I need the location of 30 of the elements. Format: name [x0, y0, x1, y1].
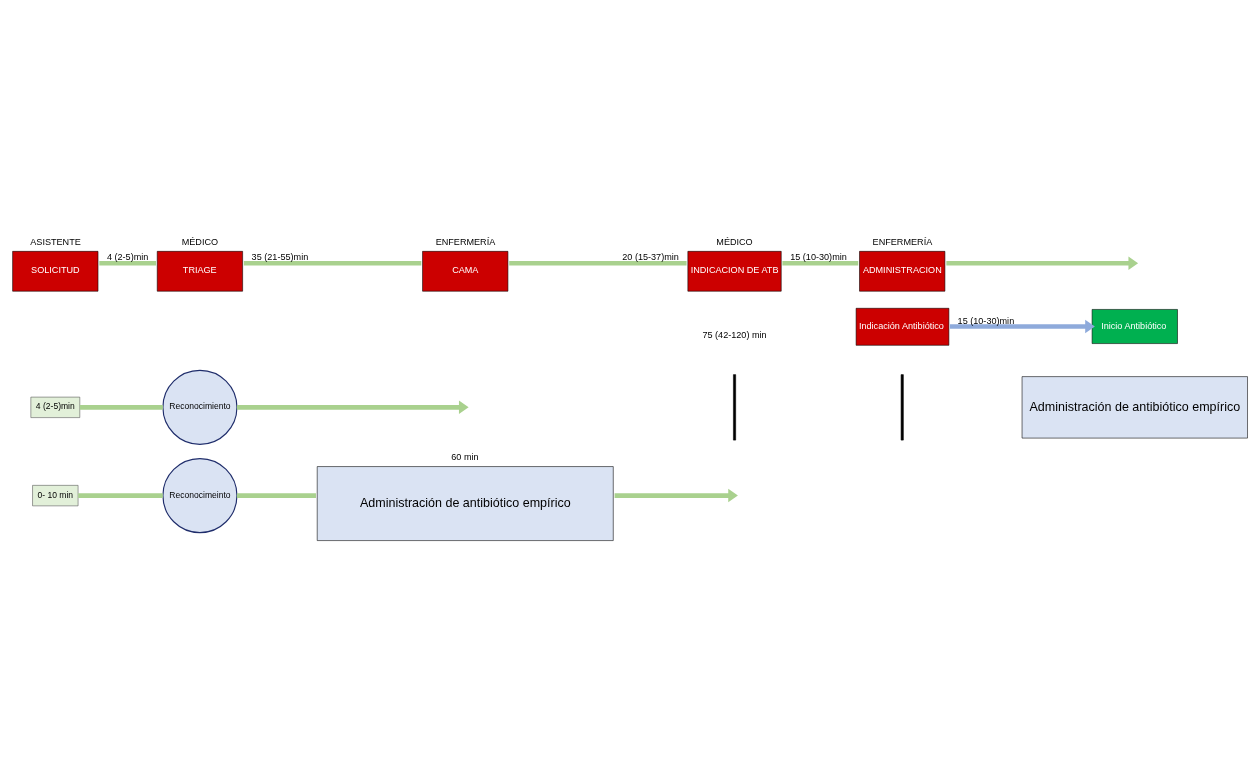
node-label: ASISTENTE — [30, 236, 81, 247]
connector — [509, 260, 687, 266]
edge-label: 15 (10-30)min — [790, 251, 847, 262]
node-label: 60 min — [451, 451, 479, 462]
node-bar — [733, 373, 736, 440]
label: 75 (42-120) min — [702, 329, 767, 340]
connector — [78, 492, 163, 498]
edge-label: 4 (2-5)min — [106, 251, 149, 262]
connector — [79, 404, 163, 410]
node-circle: Reconocimiento — [162, 369, 238, 445]
arrow — [946, 256, 1139, 270]
arrow — [949, 319, 1095, 333]
edge-label: 15 (10-30)min — [957, 315, 1015, 326]
connector — [243, 260, 422, 266]
connector — [99, 260, 157, 266]
node-label: MÉDICO — [181, 236, 219, 247]
node-label: ENFERMERÍA — [435, 236, 496, 247]
node-box: Administración de antibiótico empírico — [1021, 375, 1248, 438]
arrow — [236, 400, 469, 414]
node-box: 0- 10 min — [32, 484, 79, 506]
connector — [236, 492, 316, 498]
connector — [782, 260, 859, 266]
node-circle: Reconocimeinto — [162, 457, 238, 533]
edge-label: 35 (21-55)min — [251, 251, 309, 262]
edge-label: 20 (15-37)min — [622, 251, 679, 262]
arrow — [614, 488, 738, 502]
node-box: 4 (2-5)min — [30, 396, 81, 418]
node-label: MÉDICO — [716, 236, 753, 247]
node-label: ENFERMERÍA — [872, 236, 933, 247]
node-bar — [900, 373, 904, 440]
